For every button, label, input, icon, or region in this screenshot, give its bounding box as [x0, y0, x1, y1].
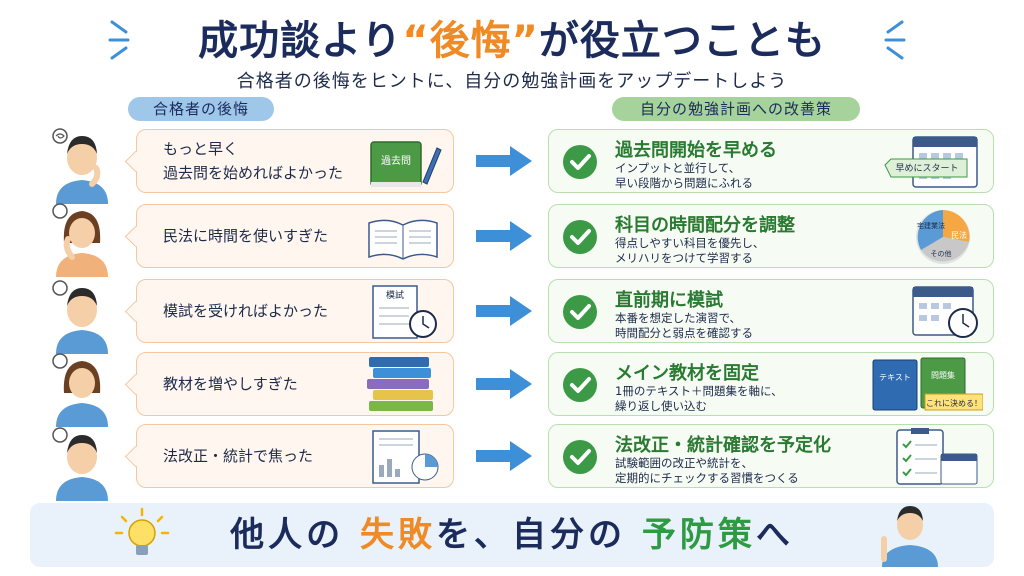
arrow-right-icon — [476, 221, 532, 251]
plan-title: 法改正・統計確認を予定化 — [615, 435, 831, 456]
svg-text:宅建業法: 宅建業法 — [917, 221, 945, 230]
confident-man-icon — [881, 506, 938, 567]
page-title: 成功談より“後悔”が役立つことも — [198, 18, 826, 64]
plan-column-header: 自分の勉強計画への改善策 — [612, 97, 860, 121]
decide-tag: これに決める！ — [926, 398, 982, 408]
regret-text: 模試を受ければよかった — [163, 302, 329, 320]
regret-card: もっと早く 過去問を始めればよかった 過去問 — [136, 129, 454, 193]
calendar-icon: 早めにスタート — [884, 136, 978, 188]
light-bulb-icon — [114, 507, 170, 555]
arrow-right-icon — [476, 296, 532, 326]
worried-woman-avatar — [40, 349, 124, 427]
book-stack-icon — [367, 357, 433, 411]
svg-text:民法: 民法 — [951, 230, 967, 240]
plan-card: メイン教材を固定 1冊のテキスト＋問題集を軸に、 繰り返し使い込む テキスト 問… — [548, 352, 994, 416]
regret-text: もっと早く 過去問を始めればよかった — [163, 140, 344, 182]
regret-card: 教材を増やしすぎた — [136, 352, 454, 416]
worried-man-avatar — [40, 276, 124, 354]
arrow-right-icon — [476, 146, 532, 176]
worried-woman-avatar — [40, 199, 124, 277]
sheet-label: 模試 — [386, 289, 404, 301]
mock-exam-sheet-icon: 模試 — [372, 285, 437, 339]
svg-text:その他: その他 — [931, 249, 952, 258]
statistics-document-icon — [372, 430, 439, 484]
plan-card: 科目の時間配分を調整 得点しやすい科目を優先し、 メリハリをつけて学習する 宅建… — [548, 204, 994, 268]
sparkle-icon — [884, 20, 906, 60]
regret-text: 教材を増やしすぎた — [163, 375, 298, 393]
plan-description: インプットと並行して、 早い段階から問題にふれる — [615, 161, 753, 190]
check-icon — [563, 440, 597, 474]
regret-text: 法改正・統計で焦った — [163, 447, 314, 465]
plan-title: 直前期に模試 — [615, 290, 723, 311]
plan-description: 得点しやすい科目を優先し、 メリハリをつけて学習する — [615, 236, 765, 265]
arrow-right-icon — [476, 441, 532, 471]
checklist-calendar-icon — [896, 428, 978, 485]
conclusion-banner: 他人の 失敗を、自分の 予防策へ — [30, 503, 994, 567]
regret-card: 法改正・統計で焦った — [136, 424, 454, 488]
plan-title: 科目の時間配分を調整 — [615, 215, 795, 236]
conclusion-text: 他人の 失敗を、自分の 予防策へ — [230, 515, 794, 555]
plan-card: 法改正・統計確認を予定化 試験範囲の改正や統計を、 定期的にチェックする習慣をつ… — [548, 424, 994, 488]
check-icon — [563, 295, 597, 329]
regret-card: 民法に時間を使いすぎた — [136, 204, 454, 268]
start-early-tag: 早めにスタート — [895, 163, 958, 174]
plan-card: 過去問開始を早める インプットと並行して、 早い段階から問題にふれる 早めにスタ… — [548, 129, 994, 193]
plan-description: 本番を想定した演習で、 時間配分と弱点を確認する — [615, 311, 753, 340]
plan-title: メイン教材を固定 — [615, 363, 759, 384]
regret-column-header: 合格者の後悔 — [128, 97, 274, 121]
plan-title: 過去問開始を早める — [615, 140, 777, 161]
worried-man-avatar — [40, 423, 124, 501]
open-book-icon — [368, 219, 438, 260]
pie-chart-icon: 宅建業法 民法 その他 — [916, 210, 970, 264]
calendar-clock-icon — [912, 286, 978, 338]
plan-description: 試験範囲の改正や統計を、 定期的にチェックする習慣をつくる — [615, 456, 799, 485]
book-label: 過去問 — [381, 155, 411, 167]
textbook-label: テキスト — [879, 373, 911, 382]
check-icon — [563, 368, 597, 402]
plan-description: 1冊のテキスト＋問題集を軸に、 繰り返し使い込む — [615, 384, 783, 413]
worried-man-avatar — [40, 126, 124, 204]
check-icon — [563, 220, 597, 254]
page-subtitle: 合格者の後悔をヒントに、自分の勉強計画をアップデートしよう — [236, 71, 788, 92]
check-icon — [563, 145, 597, 179]
past-exam-book-icon: 過去問 — [370, 141, 442, 187]
workbook-label: 問題集 — [931, 370, 955, 380]
regret-card: 模試を受ければよかった 模試 — [136, 279, 454, 343]
arrow-right-icon — [476, 369, 532, 399]
textbook-and-workbook-icon: テキスト 問題集 これに決める！ — [872, 357, 983, 411]
sparkle-icon — [108, 20, 130, 60]
regret-text: 民法に時間を使いすぎた — [163, 227, 329, 245]
plan-card: 直前期に模試 本番を想定した演習で、 時間配分と弱点を確認する — [548, 279, 994, 343]
